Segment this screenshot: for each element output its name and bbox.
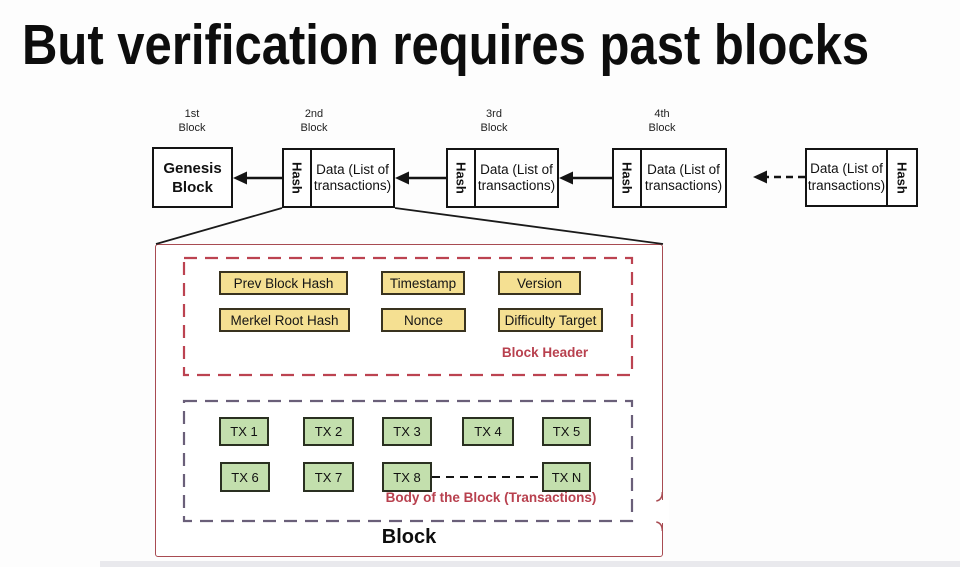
transaction-box-3: TX 3 [382, 417, 432, 446]
block-4-hash-cell: Hash [614, 150, 642, 206]
latest-block-hash-cell: Hash [886, 150, 916, 205]
block-4-data-cell: Data (List of transactions) [644, 161, 723, 194]
slide-title: But verification requires past blocks [22, 13, 870, 77]
block-3-ordinal-label: 3rd Block [480, 108, 508, 134]
latest-block-data-cell: Data (List of transactions) [807, 161, 886, 193]
arrow-block2-to-genesis [233, 171, 282, 185]
block-1-ordinal-label: 1st Block [178, 108, 206, 134]
field-prev-block-hash: Prev Block Hash [219, 271, 348, 295]
transaction-box-5: TX 5 [542, 417, 591, 446]
arrow-block3-to-block2 [395, 171, 446, 185]
block-2-hash-cell: Hash [284, 150, 312, 206]
transaction-box-8: TX 8 [382, 462, 432, 492]
transaction-box-4: TX 4 [462, 417, 514, 446]
transaction-box-6: TX 6 [220, 462, 270, 492]
expansion-line-left [155, 207, 283, 245]
field-timestamp: Timestamp [381, 271, 465, 295]
field-merkel-root-hash: Merkel Root Hash [219, 308, 350, 332]
latest-block-node: Data (List of transactions) Hash [805, 148, 918, 207]
genesis-block-node: Genesis Block [152, 147, 233, 208]
block-4-ordinal-label: 4th Block [648, 108, 676, 134]
slide-bottom-edge [100, 561, 960, 567]
transaction-box-1: TX 1 [219, 417, 269, 446]
transaction-box-2: TX 2 [303, 417, 354, 446]
transaction-box-7: TX 7 [303, 462, 354, 492]
field-nonce: Nonce [381, 308, 466, 332]
arrow-block4-to-block3 [559, 171, 612, 185]
transaction-box-n: TX N [542, 462, 591, 492]
field-difficulty-target: Difficulty Target [498, 308, 603, 332]
block-2-ordinal-label: 2nd Block [300, 108, 328, 134]
block-body-caption: Body of the Block (Transactions) [385, 490, 597, 505]
arrow-latest-to-block4-dashed [753, 170, 805, 184]
block-header-caption: Block Header [501, 345, 589, 360]
field-version: Version [498, 271, 581, 295]
expansion-line-right [394, 207, 664, 245]
expanded-block-caption: Block [381, 526, 437, 548]
block-2-node: Hash Data (List of transactions) [282, 148, 395, 208]
block-2-data-cell: Data (List of transactions) [313, 161, 392, 194]
block-3-hash-cell: Hash [448, 150, 476, 206]
block-4-node: Hash Data (List of transactions) [612, 148, 727, 208]
block-3-node: Hash Data (List of transactions) [446, 148, 559, 208]
block-3-data-cell: Data (List of transactions) [477, 161, 556, 194]
